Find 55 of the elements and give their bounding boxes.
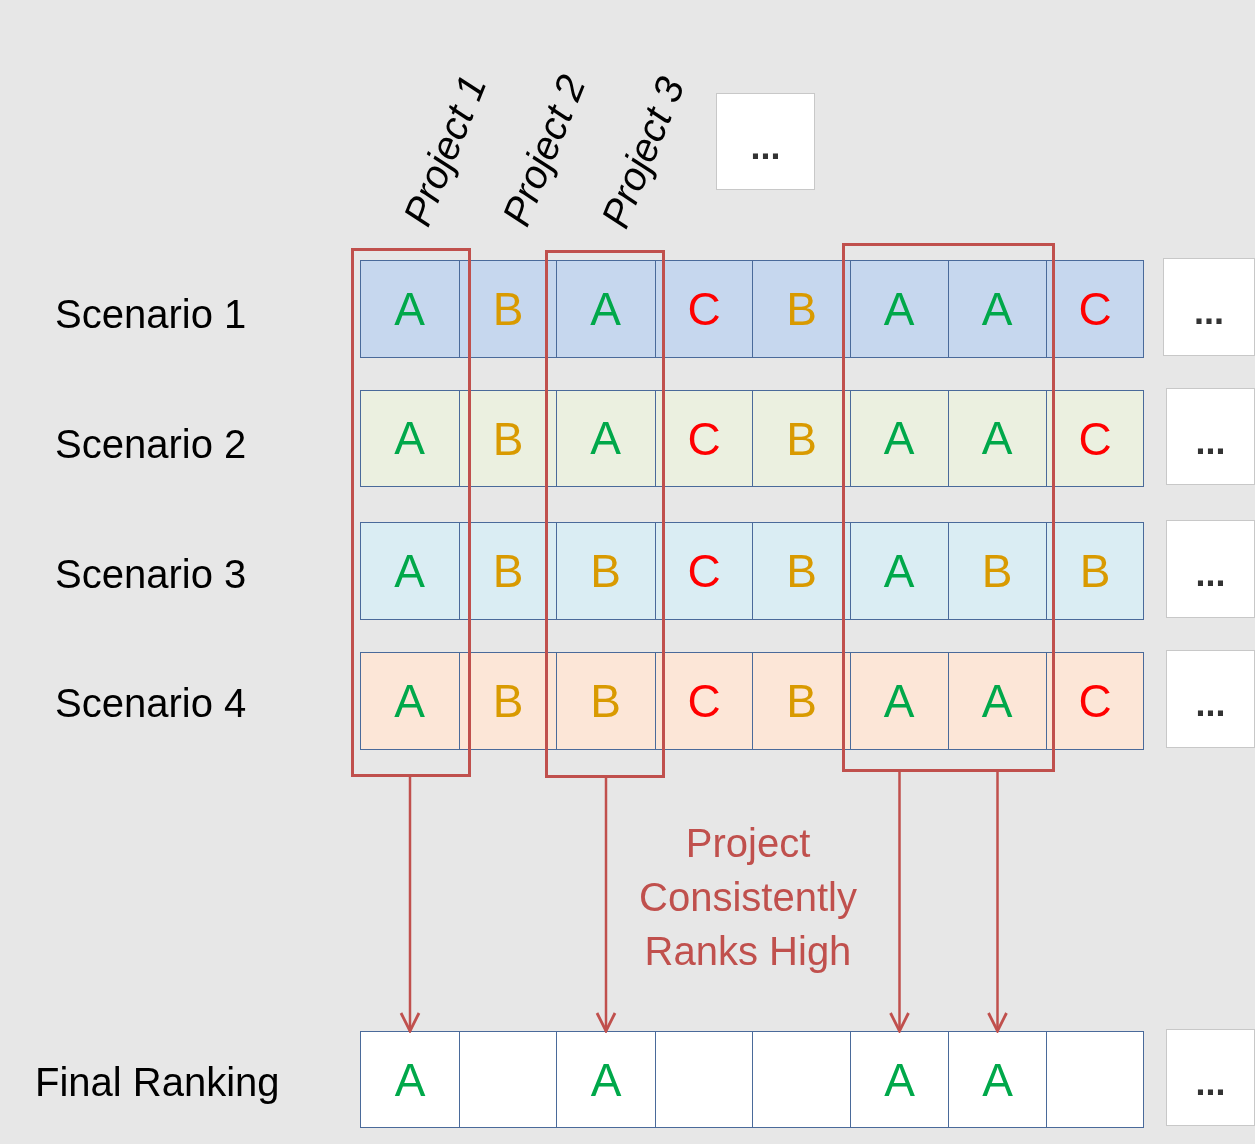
rank-cell: B xyxy=(555,651,656,750)
rank-cell: A xyxy=(947,259,1047,358)
rank-cell: A xyxy=(849,651,949,750)
ellipsis-box: ... xyxy=(1166,520,1255,618)
arrow xyxy=(889,772,910,1033)
rank-cell: A xyxy=(850,1031,949,1128)
rank-cell: B xyxy=(459,390,557,487)
arrow xyxy=(987,772,1008,1033)
rank-cell: B xyxy=(1046,522,1144,620)
rank-cell: A xyxy=(555,389,656,487)
rank-cell: A xyxy=(360,1031,460,1128)
rank-cell: A xyxy=(556,1031,656,1128)
highlight-frame xyxy=(351,248,471,777)
rank-cell: A xyxy=(948,1031,1047,1128)
rank-cell: B xyxy=(752,652,851,750)
rank-cell: A xyxy=(359,521,460,620)
highlight-frame xyxy=(545,250,665,778)
rank-cell: B xyxy=(459,522,557,620)
rank-cell: C xyxy=(655,522,753,620)
annotation-text: Project Consistently Ranks High xyxy=(638,820,858,975)
rank-cell: A xyxy=(947,389,1047,487)
rank-cell: A xyxy=(849,521,949,620)
row-label: Scenario 3 xyxy=(55,551,247,597)
arrow xyxy=(399,777,421,1033)
rank-cell: A xyxy=(359,651,460,750)
rank-cell: B xyxy=(459,652,557,750)
rank-cell: A xyxy=(849,259,949,358)
ellipsis-box: ... xyxy=(716,93,815,190)
row-label: Final Ranking xyxy=(35,1059,280,1105)
highlight-frame xyxy=(842,243,1055,772)
rank-cell: B xyxy=(752,390,851,487)
rank-cell: C xyxy=(655,390,753,487)
rank-cell: C xyxy=(1046,652,1144,750)
rank-cell: B xyxy=(459,260,557,358)
rank-cell: A xyxy=(849,389,949,487)
row-label: Scenario 1 xyxy=(55,291,247,337)
rank-cell: A xyxy=(555,259,656,358)
arrow xyxy=(595,778,617,1033)
rank-cell: B xyxy=(752,260,851,358)
rank-cell: C xyxy=(1046,260,1144,358)
ellipsis-box: ... xyxy=(1166,1029,1255,1126)
rank-cell: C xyxy=(1046,390,1144,487)
rank-cell: A xyxy=(359,389,460,487)
rank-cell: A xyxy=(359,259,460,358)
rank-cell: C xyxy=(655,260,753,358)
ellipsis-box: ... xyxy=(1163,258,1255,356)
row-label: Scenario 2 xyxy=(55,421,247,467)
rank-cell: B xyxy=(752,522,851,620)
ellipsis-box: ... xyxy=(1166,650,1255,748)
row-label: Scenario 4 xyxy=(55,680,247,726)
rank-cell: B xyxy=(947,521,1047,620)
rank-cell: B xyxy=(555,521,656,620)
rank-cell: C xyxy=(655,652,753,750)
ellipsis-box: ... xyxy=(1166,388,1255,485)
rank-cell: A xyxy=(947,651,1047,750)
